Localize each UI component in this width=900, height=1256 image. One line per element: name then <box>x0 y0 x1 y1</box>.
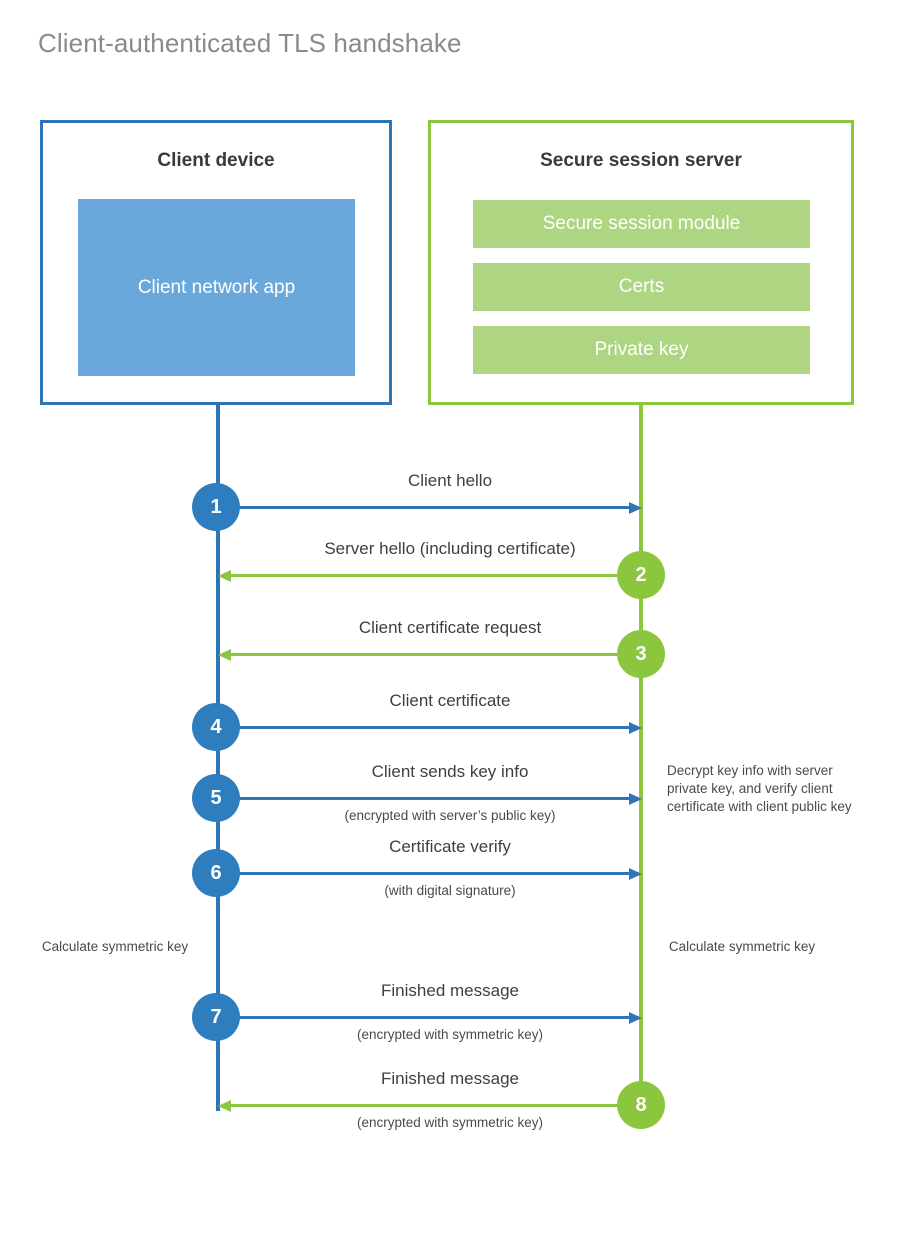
message-label-2: Server hello (including certificate) <box>324 539 576 558</box>
arrow-head-left-icon <box>218 1100 231 1112</box>
message-sublabel-8: (encrypted with symmetric key) <box>356 1115 544 1130</box>
step-badge-3[interactable]: 3 <box>617 630 665 678</box>
arrow-head-left-icon <box>218 649 231 661</box>
annotation-server-calculate-symmetric-key: Calculate symmetric key <box>668 939 816 954</box>
step-badge-6[interactable]: 6 <box>192 849 240 897</box>
server-component-certs: Certs <box>473 263 810 311</box>
page-title: Client-authenticated TLS handshake <box>38 28 462 58</box>
step-badge-1[interactable]: 1 <box>192 483 240 531</box>
secure-session-server-box: Secure session server Secure session mod… <box>428 120 854 405</box>
message-label-5: Client sends key info <box>371 762 529 781</box>
step-badge-8[interactable]: 8 <box>617 1081 665 1129</box>
message-sublabel-6: (with digital signature) <box>384 883 516 898</box>
message-label-8: Finished message <box>381 1069 519 1088</box>
server-lifeline <box>639 405 643 1125</box>
step-badge-4[interactable]: 4 <box>192 703 240 751</box>
step-badge-5[interactable]: 5 <box>192 774 240 822</box>
message-line-6 <box>218 872 629 875</box>
message-line-3 <box>231 653 641 656</box>
arrow-head-right-icon <box>629 1012 642 1024</box>
message-label-4: Client certificate <box>389 691 511 710</box>
message-label-6: Certificate verify <box>389 837 511 856</box>
message-line-4 <box>218 726 629 729</box>
arrow-head-right-icon <box>629 502 642 514</box>
message-sublabel-5: (encrypted with server’s public key) <box>344 808 556 823</box>
client-device-box: Client device Client network app <box>40 120 392 405</box>
arrow-head-right-icon <box>629 722 642 734</box>
arrow-head-right-icon <box>629 793 642 805</box>
server-component-private-key: Private key <box>473 326 810 374</box>
message-line-5 <box>218 797 629 800</box>
annotation-server-decrypt: Decrypt key info with server private key… <box>667 763 852 814</box>
step-badge-2[interactable]: 2 <box>617 551 665 599</box>
arrow-head-right-icon <box>629 868 642 880</box>
client-network-app-block: Client network app <box>78 199 355 376</box>
secure-session-server-title: Secure session server <box>540 150 742 171</box>
annotation-client-calculate-symmetric-key: Calculate symmetric key <box>41 939 189 954</box>
message-line-2 <box>231 574 641 577</box>
client-lifeline <box>216 405 220 1111</box>
message-label-3: Client certificate request <box>358 618 542 637</box>
message-line-8 <box>231 1104 641 1107</box>
arrow-head-left-icon <box>218 570 231 582</box>
step-badge-7[interactable]: 7 <box>192 993 240 1041</box>
message-sublabel-7: (encrypted with symmetric key) <box>356 1027 544 1042</box>
client-device-title: Client device <box>157 150 275 171</box>
message-label-1: Client hello <box>407 471 493 490</box>
message-label-7: Finished message <box>381 981 519 1000</box>
message-line-1 <box>218 506 629 509</box>
message-line-7 <box>218 1016 629 1019</box>
server-component-secure-session-module: Secure session module <box>473 200 810 248</box>
